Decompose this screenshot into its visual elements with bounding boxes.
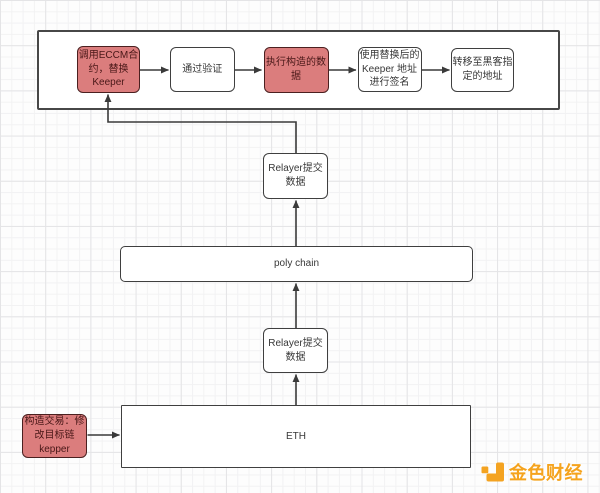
poly-chain-box: poly chain	[120, 246, 473, 282]
step-execute-crafted-data: 执行构造的数 据	[263, 46, 329, 93]
step-call-eccm-replace-keeper: 调用ECCM合 约，替换 Keeper	[77, 46, 140, 93]
relayer-submit-data-top: Relayer提交 数据	[263, 153, 328, 199]
relayer-submit-data-bottom: Relayer提交 数据	[263, 328, 328, 373]
eth-box: ETH	[121, 405, 471, 468]
jinse-brand-text: 金色财经	[509, 463, 583, 483]
jinse-finance-watermark: 金色财经	[481, 459, 583, 485]
step-pass-verification: 通过验证	[170, 47, 235, 92]
construct-transaction-box: 构造交易：修 改目标链 kepper	[22, 414, 87, 458]
step-sign-with-replaced-keeper: 使用替换后的 Keeper 地址 进行签名	[357, 47, 422, 92]
jinse-logo-icon	[481, 462, 505, 482]
step-transfer-to-hacker-address: 转移至黑客指 定的地址	[451, 47, 514, 92]
